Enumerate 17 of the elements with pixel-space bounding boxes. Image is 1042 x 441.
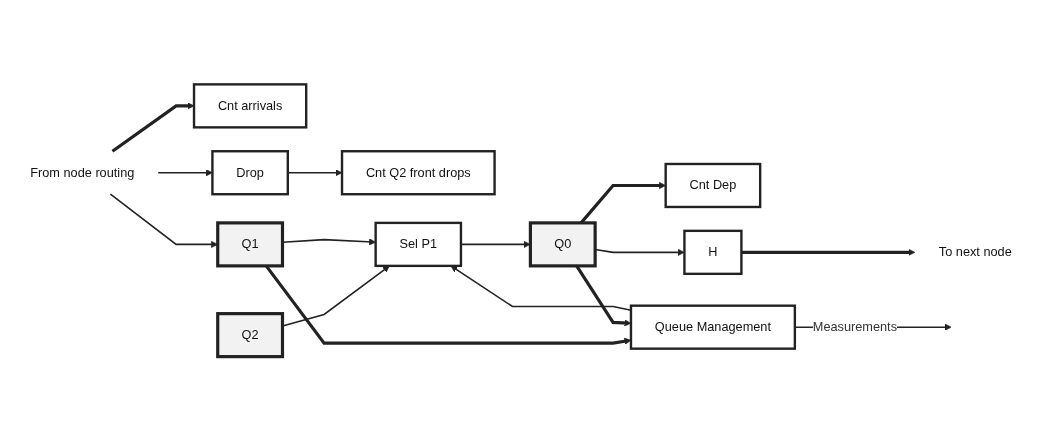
node-text: To next node — [938, 245, 1012, 259]
node-box: Cnt Q2 front drops — [340, 150, 496, 196]
node-box: Cnt arrivals — [192, 83, 308, 129]
node-box: H — [683, 229, 743, 276]
arrow — [287, 169, 343, 177]
node-box: Queue Management — [629, 304, 797, 350]
node-box: Drop — [211, 150, 289, 196]
node-box: Q1 — [216, 221, 285, 268]
arrow — [111, 102, 195, 153]
node-box: Q0 — [528, 221, 597, 268]
node-box: Sel P1 — [374, 221, 463, 268]
node-text: From node routing — [30, 165, 135, 180]
node-box: Cnt Dep — [664, 162, 762, 209]
arrow — [157, 169, 213, 177]
arrow — [741, 248, 916, 256]
node-box: Q2 — [216, 312, 285, 359]
edge-label: Measurements — [812, 320, 898, 334]
